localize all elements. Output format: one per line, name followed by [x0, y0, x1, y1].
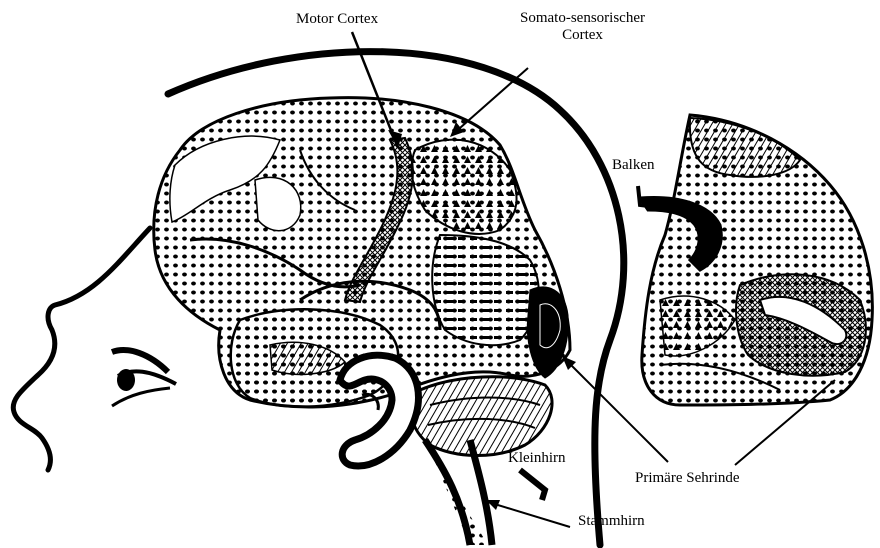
label-kleinhirn: Kleinhirn — [508, 450, 566, 467]
label-somato-line2: Cortex — [490, 27, 675, 44]
label-stammhirn: Stammhirn — [578, 513, 645, 530]
midsagittal-section — [640, 115, 872, 405]
somato-leader — [452, 68, 528, 135]
stammhirn-leader — [488, 502, 570, 527]
cerebellum — [411, 377, 552, 456]
label-primaere-sehrinde: Primäre Sehrinde — [635, 470, 740, 487]
eye-icon — [112, 350, 176, 406]
label-somato-sensory-cortex: Somato-sensorischer Cortex — [490, 10, 675, 44]
limbic-curl — [340, 355, 418, 466]
label-somato-line1: Somato-sensorischer — [490, 10, 675, 27]
label-balken: Balken — [612, 157, 655, 174]
label-motor-cortex: Motor Cortex — [296, 11, 378, 28]
